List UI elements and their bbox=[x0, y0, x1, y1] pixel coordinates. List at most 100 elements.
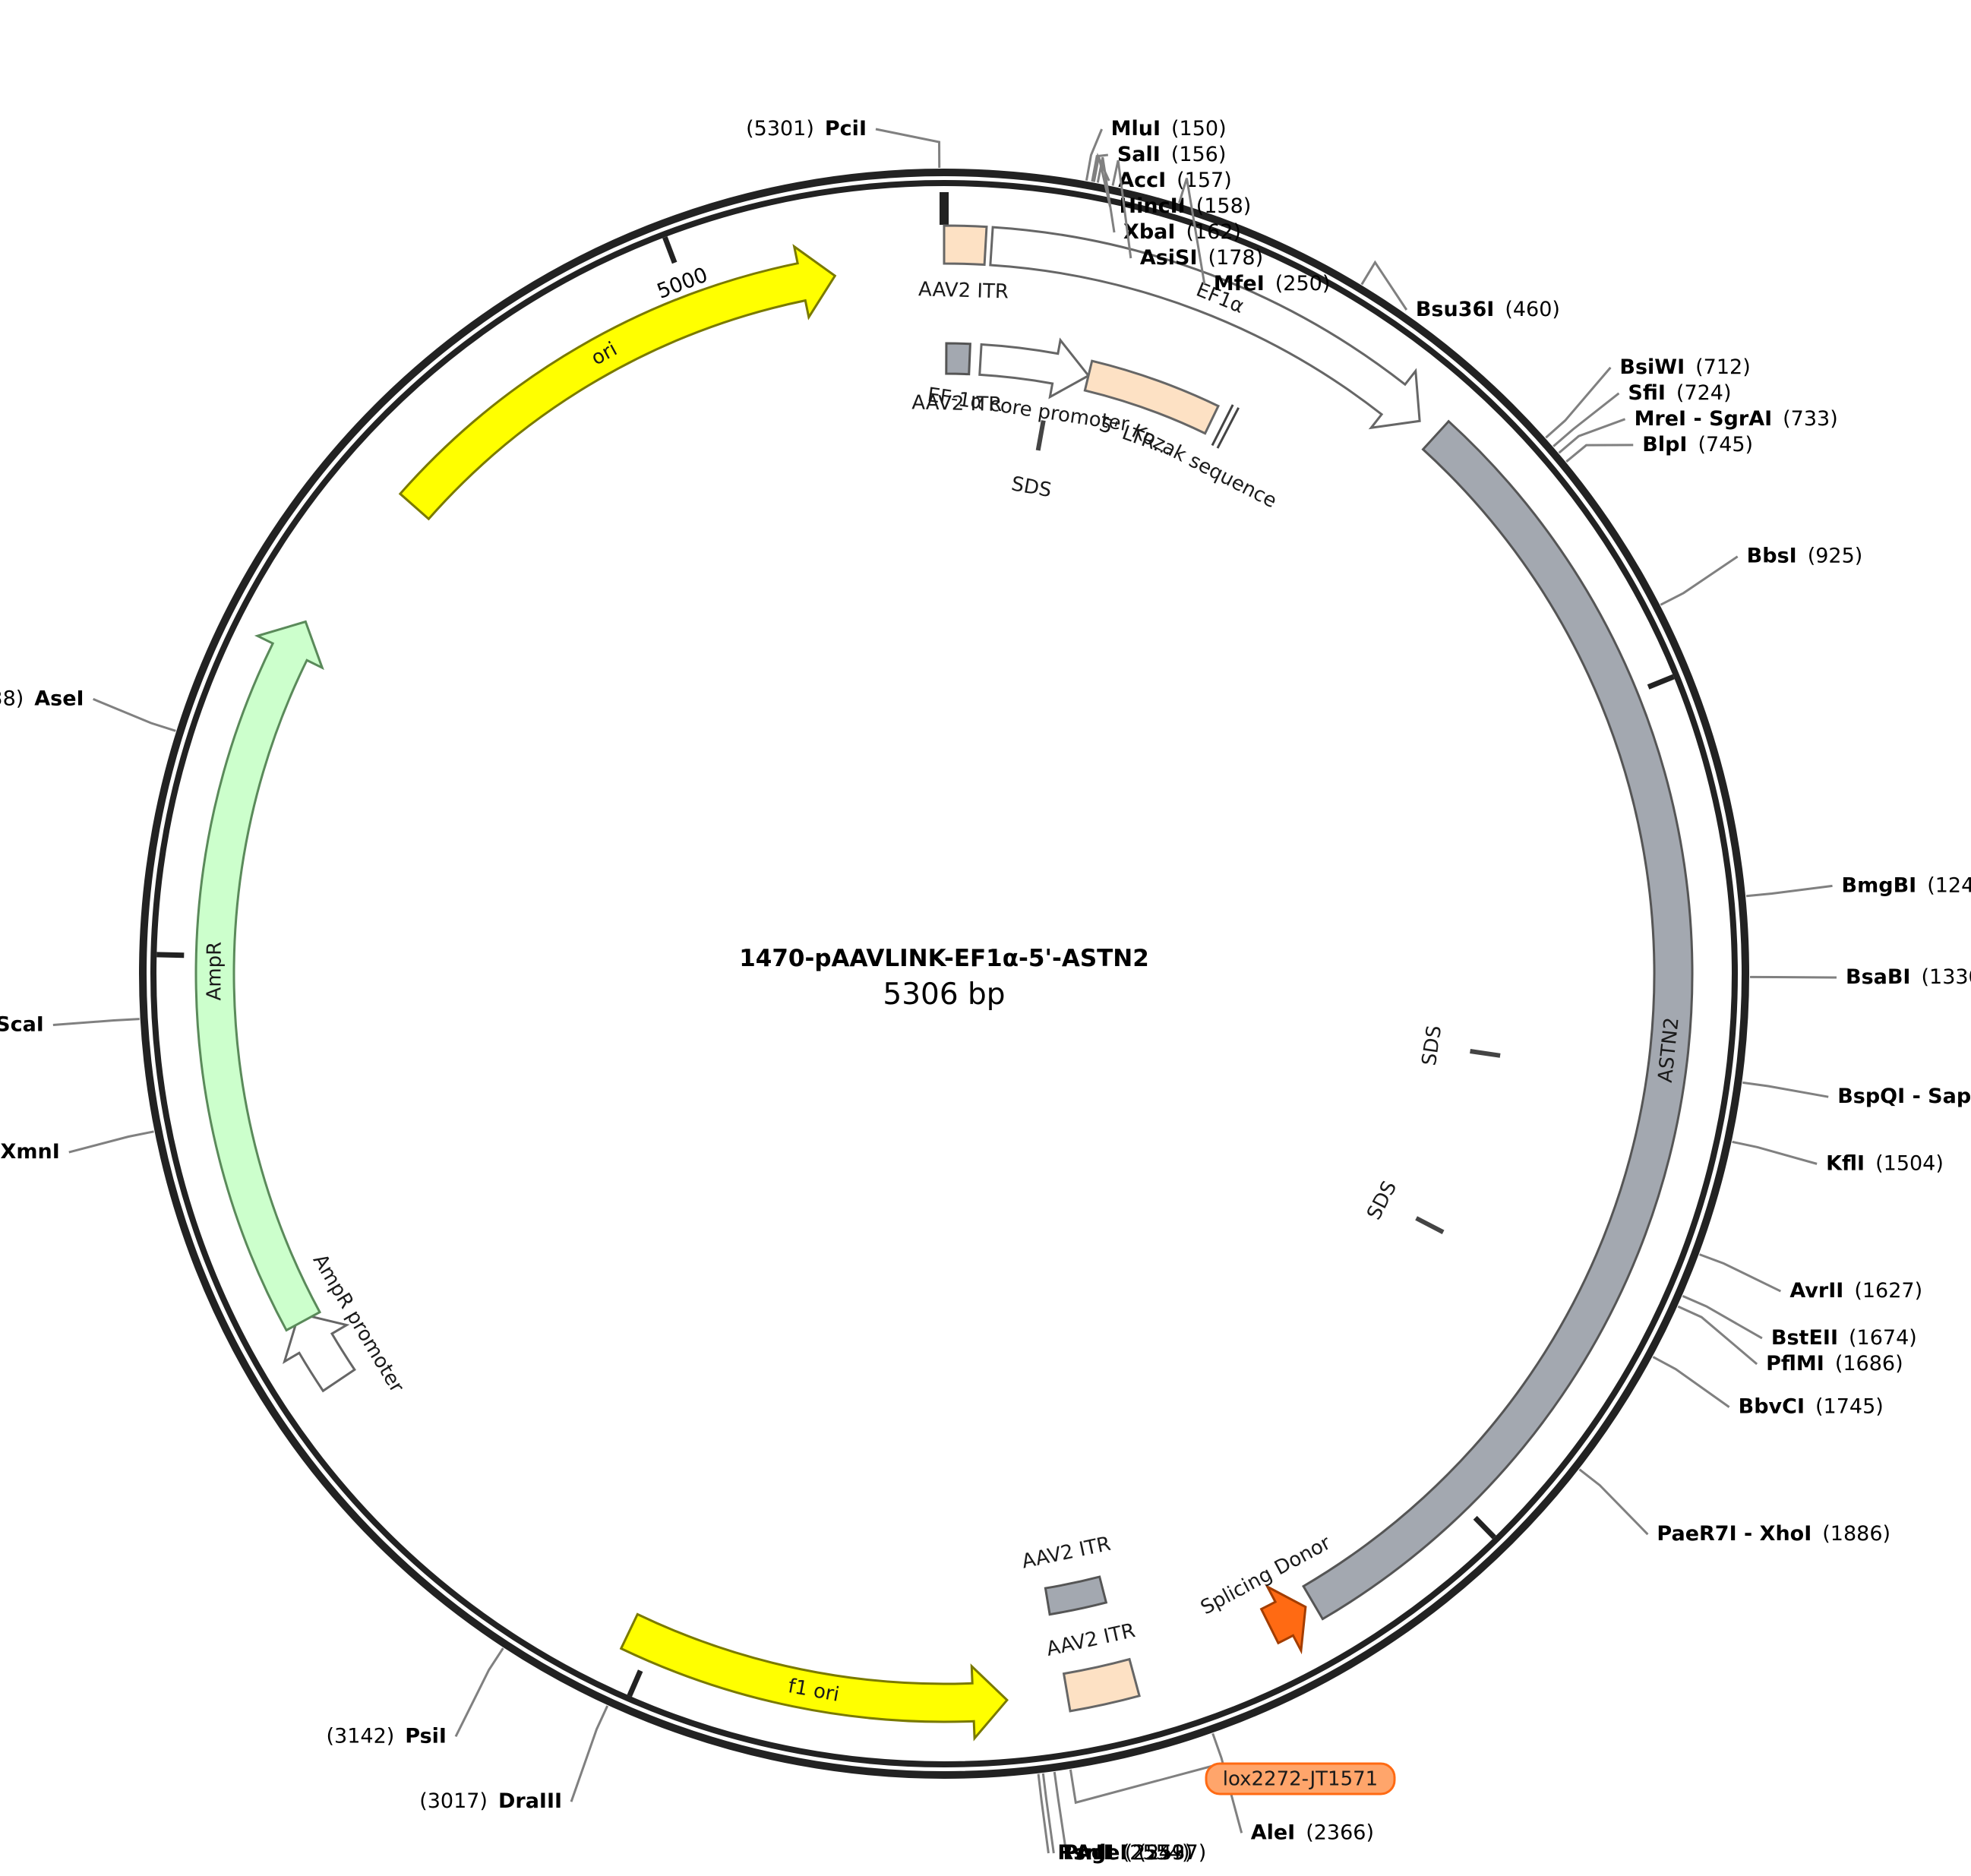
site-bsiwi-name: BsiWI bbox=[1619, 355, 1685, 378]
feature-aav2-itr-10 bbox=[1044, 1575, 1108, 1616]
site-xmni-label: (3813)XmnI bbox=[0, 1140, 60, 1164]
plasmid-size: 5306 bp bbox=[883, 977, 1005, 1012]
site-bsteii-leader bbox=[1682, 1295, 1763, 1340]
site-asisi-label: AsiSI(178) bbox=[1140, 246, 1263, 270]
feature-ampr-13-label: AmpR bbox=[203, 942, 226, 1001]
site-kfli-leader bbox=[1732, 1140, 1818, 1165]
site-bmgbi-name: BmgBI bbox=[1842, 873, 1917, 897]
site-scai-name: ScaI bbox=[0, 1012, 44, 1036]
site-agei-pos: (2537) bbox=[1138, 1841, 1206, 1865]
annotation-label-0: lox2272-JT1571 bbox=[1223, 1768, 1378, 1791]
site-hincii-pos: (158) bbox=[1196, 194, 1252, 218]
site-bbsi-pos: (925) bbox=[1808, 544, 1863, 567]
site-bbsi-leader bbox=[1660, 555, 1739, 606]
backbone-outer-ring bbox=[139, 169, 1749, 1779]
site-psii-leader bbox=[454, 1647, 504, 1738]
site-bsu36i-leader bbox=[1360, 260, 1408, 311]
backbone-inner-ring bbox=[150, 180, 1738, 1767]
site-bsabi-pos: (1330) bbox=[1921, 965, 1971, 988]
site-mlui-name: MluI bbox=[1111, 117, 1161, 141]
site-avrii-leader bbox=[1699, 1253, 1782, 1293]
feature-ori-0 bbox=[398, 244, 837, 521]
tick-1000 bbox=[1647, 674, 1675, 690]
site-draiii-pos: (3017) bbox=[419, 1789, 488, 1813]
site-kfli-name: KflI bbox=[1826, 1151, 1865, 1175]
site-acci-name: AccI bbox=[1118, 169, 1166, 192]
site-kfli-pos: (1504) bbox=[1875, 1151, 1944, 1175]
tick-2000 bbox=[1473, 1515, 1496, 1540]
site-sali-name: SalI bbox=[1117, 143, 1161, 166]
site-asisi-leader bbox=[1111, 159, 1132, 259]
site-xmni-name: XmnI bbox=[1, 1140, 60, 1164]
site-mlui-leader bbox=[1085, 128, 1103, 181]
site-asei-pos: (4238) bbox=[0, 687, 24, 710]
site-bsu36i-pos: (460) bbox=[1505, 298, 1560, 321]
site-bsu36i-name: Bsu36I bbox=[1416, 298, 1495, 321]
feature-f1-ori-11 bbox=[619, 1612, 1009, 1742]
site-rsrii-pos: (2554) bbox=[1122, 1841, 1190, 1865]
site-bspqi-sapi-name: BspQI - SapI bbox=[1837, 1085, 1971, 1108]
sds-mark-2 bbox=[1415, 1216, 1445, 1234]
site-pmli-pos: (2549) bbox=[1125, 1841, 1193, 1865]
site-alei-name: AleI bbox=[1251, 1821, 1296, 1844]
site-blpi-leader bbox=[1565, 444, 1634, 463]
site-alei-pos: (2366) bbox=[1306, 1821, 1374, 1844]
site-mrei-sgrai-name: MreI - SgrAI bbox=[1635, 406, 1773, 430]
site-rsrii-name: RsrII bbox=[1057, 1841, 1110, 1865]
feature-aav2-itr-9 bbox=[1062, 1657, 1141, 1713]
site-bbvci-label: BbvCI(1745) bbox=[1739, 1394, 1884, 1418]
site-mlui-label: MluI(150) bbox=[1111, 117, 1227, 141]
site-psii-pos: (3142) bbox=[327, 1724, 395, 1748]
site-bbvci-pos: (1745) bbox=[1815, 1394, 1884, 1418]
feature-ampr-promoter-12 bbox=[282, 1312, 356, 1393]
feature-ef1-2 bbox=[989, 226, 1421, 430]
site-bsteii-name: BstEII bbox=[1771, 1325, 1838, 1349]
site-pcii-name: PciI bbox=[825, 117, 867, 141]
site-pmli-label: PmlI(2549) bbox=[1063, 1841, 1192, 1865]
site-bbsi-name: BbsI bbox=[1747, 544, 1797, 567]
site-bsiwi-pos: (712) bbox=[1695, 355, 1751, 378]
site-psii-label: (3142)PsiI bbox=[327, 1724, 447, 1748]
site-pcii-pos: (5301) bbox=[746, 117, 814, 141]
site-pcii-leader bbox=[875, 128, 941, 169]
site-bspqi-sapi-leader bbox=[1742, 1081, 1829, 1098]
sds-mark-1 bbox=[1470, 1049, 1501, 1058]
site-sfii-leader bbox=[1552, 392, 1620, 447]
site-agei-label: AgeI(2537) bbox=[1076, 1841, 1206, 1865]
site-sfii-pos: (724) bbox=[1676, 381, 1732, 404]
site-blpi-label: BlpI(745) bbox=[1642, 432, 1753, 456]
feature-aav2-itr-3-label: AAV2 ITR bbox=[911, 391, 1002, 416]
site-agei-leader bbox=[1053, 1771, 1068, 1854]
site-mrei-sgrai-pos: (733) bbox=[1783, 406, 1838, 430]
feature-ampr-13 bbox=[194, 620, 324, 1332]
feature-aav2-itr-1-label: AAV2 ITR bbox=[918, 278, 1009, 303]
annotation-bubble-0 bbox=[1205, 1762, 1396, 1795]
annotation-leader-0 bbox=[1069, 1762, 1222, 1805]
site-bbsi-label: BbsI (925) bbox=[1747, 544, 1863, 567]
site-asei-label: (4238)AseI bbox=[0, 687, 84, 710]
site-draiii-label: (3017)DraIII bbox=[419, 1789, 562, 1813]
site-avrii-pos: (1627) bbox=[1854, 1279, 1922, 1303]
feature-astn2-7 bbox=[1302, 419, 1694, 1621]
tick-5000 bbox=[662, 236, 678, 264]
site-rsrii-leader bbox=[1037, 1773, 1050, 1854]
annotation-layer: lox2272-JT1571 bbox=[1069, 1762, 1396, 1805]
feature-aav2-itr-9-label: AAV2 ITR bbox=[1044, 1619, 1138, 1661]
site-hincii-name: HincII bbox=[1120, 194, 1186, 218]
sds-label-0: SDS bbox=[1009, 472, 1053, 502]
site-hincii-label: HincII (158) bbox=[1120, 194, 1252, 218]
site-mfei-pos: (250) bbox=[1275, 272, 1331, 295]
site-bsu36i-label: Bsu36I (460) bbox=[1416, 298, 1560, 321]
site-pcii-label: (5301) PciI bbox=[746, 117, 867, 141]
site-scai-leader bbox=[52, 1018, 140, 1026]
site-xbai-name: XbaI bbox=[1123, 220, 1175, 244]
site-sfii-label: SfiI(724) bbox=[1628, 381, 1731, 404]
site-paer7i-xhoi-name: PaeR7I - XhoI bbox=[1657, 1522, 1811, 1546]
site-paer7i-xhoi-label: PaeR7I - XhoI(1886) bbox=[1657, 1522, 1890, 1546]
site-alei-label: AleI (2366) bbox=[1251, 1821, 1374, 1844]
site-bmgbi-pos: (1245) bbox=[1927, 873, 1971, 897]
site-acci-pos: (157) bbox=[1177, 169, 1232, 192]
site-pmli-leader bbox=[1041, 1773, 1055, 1854]
site-mfei-label: MfeI(250) bbox=[1214, 272, 1331, 295]
